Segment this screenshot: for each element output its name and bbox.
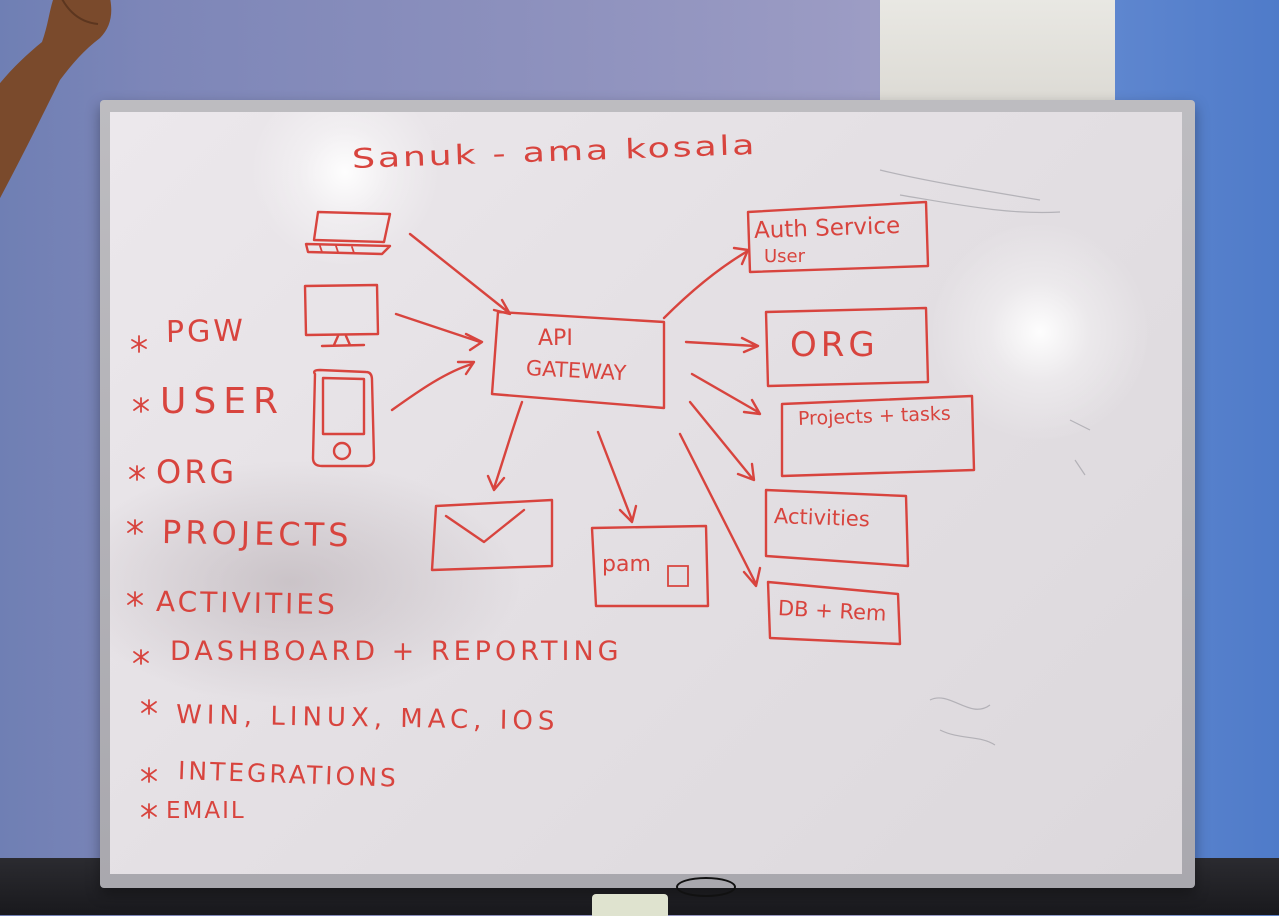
bullet-marks (127, 335, 157, 819)
db-service-label: DB + Rem (777, 596, 888, 626)
feature-dashboard-reporting: DASHBOARD + REPORTING (170, 636, 623, 667)
api-gateway-box (490, 310, 666, 410)
activities-service-box (764, 488, 910, 568)
laptop-icon (304, 210, 392, 256)
phone-icon (311, 368, 376, 468)
tape-ring (676, 877, 736, 897)
whiteboard-surface (110, 112, 1182, 874)
auth-service-box (746, 200, 930, 274)
org-service-box (764, 306, 930, 388)
projects-service-box (780, 394, 976, 478)
payment-label: pam (602, 552, 651, 577)
db-service-box (766, 580, 902, 646)
feature-integrations: INTEGRATIONS (177, 756, 400, 793)
org-service-label: ORG (790, 325, 879, 365)
projects-service-label: Projects + tasks (797, 402, 952, 430)
eraser (592, 894, 668, 916)
email-box (430, 498, 554, 572)
auth-service-label: Auth Service (753, 212, 901, 244)
feature-platforms: WIN, LINUX, MAC, IOS (175, 700, 560, 737)
activities-service-label: Activities (773, 504, 871, 532)
feature-org: ORG (156, 453, 238, 491)
feature-pgw: PGW (165, 313, 247, 350)
gateway-label-line2: GATEWAY (525, 356, 627, 386)
feature-email: EMAIL (166, 798, 246, 824)
feature-activities: ACTIVITIES (155, 585, 339, 622)
feature-user: USER (160, 381, 285, 422)
monitor-icon (303, 283, 380, 348)
payment-box (590, 524, 710, 608)
wall-panel (880, 0, 1115, 105)
auth-service-sublabel: User (764, 246, 806, 267)
gateway-label-line1: API (538, 326, 573, 351)
feature-projects: PROJECTS (161, 513, 353, 555)
